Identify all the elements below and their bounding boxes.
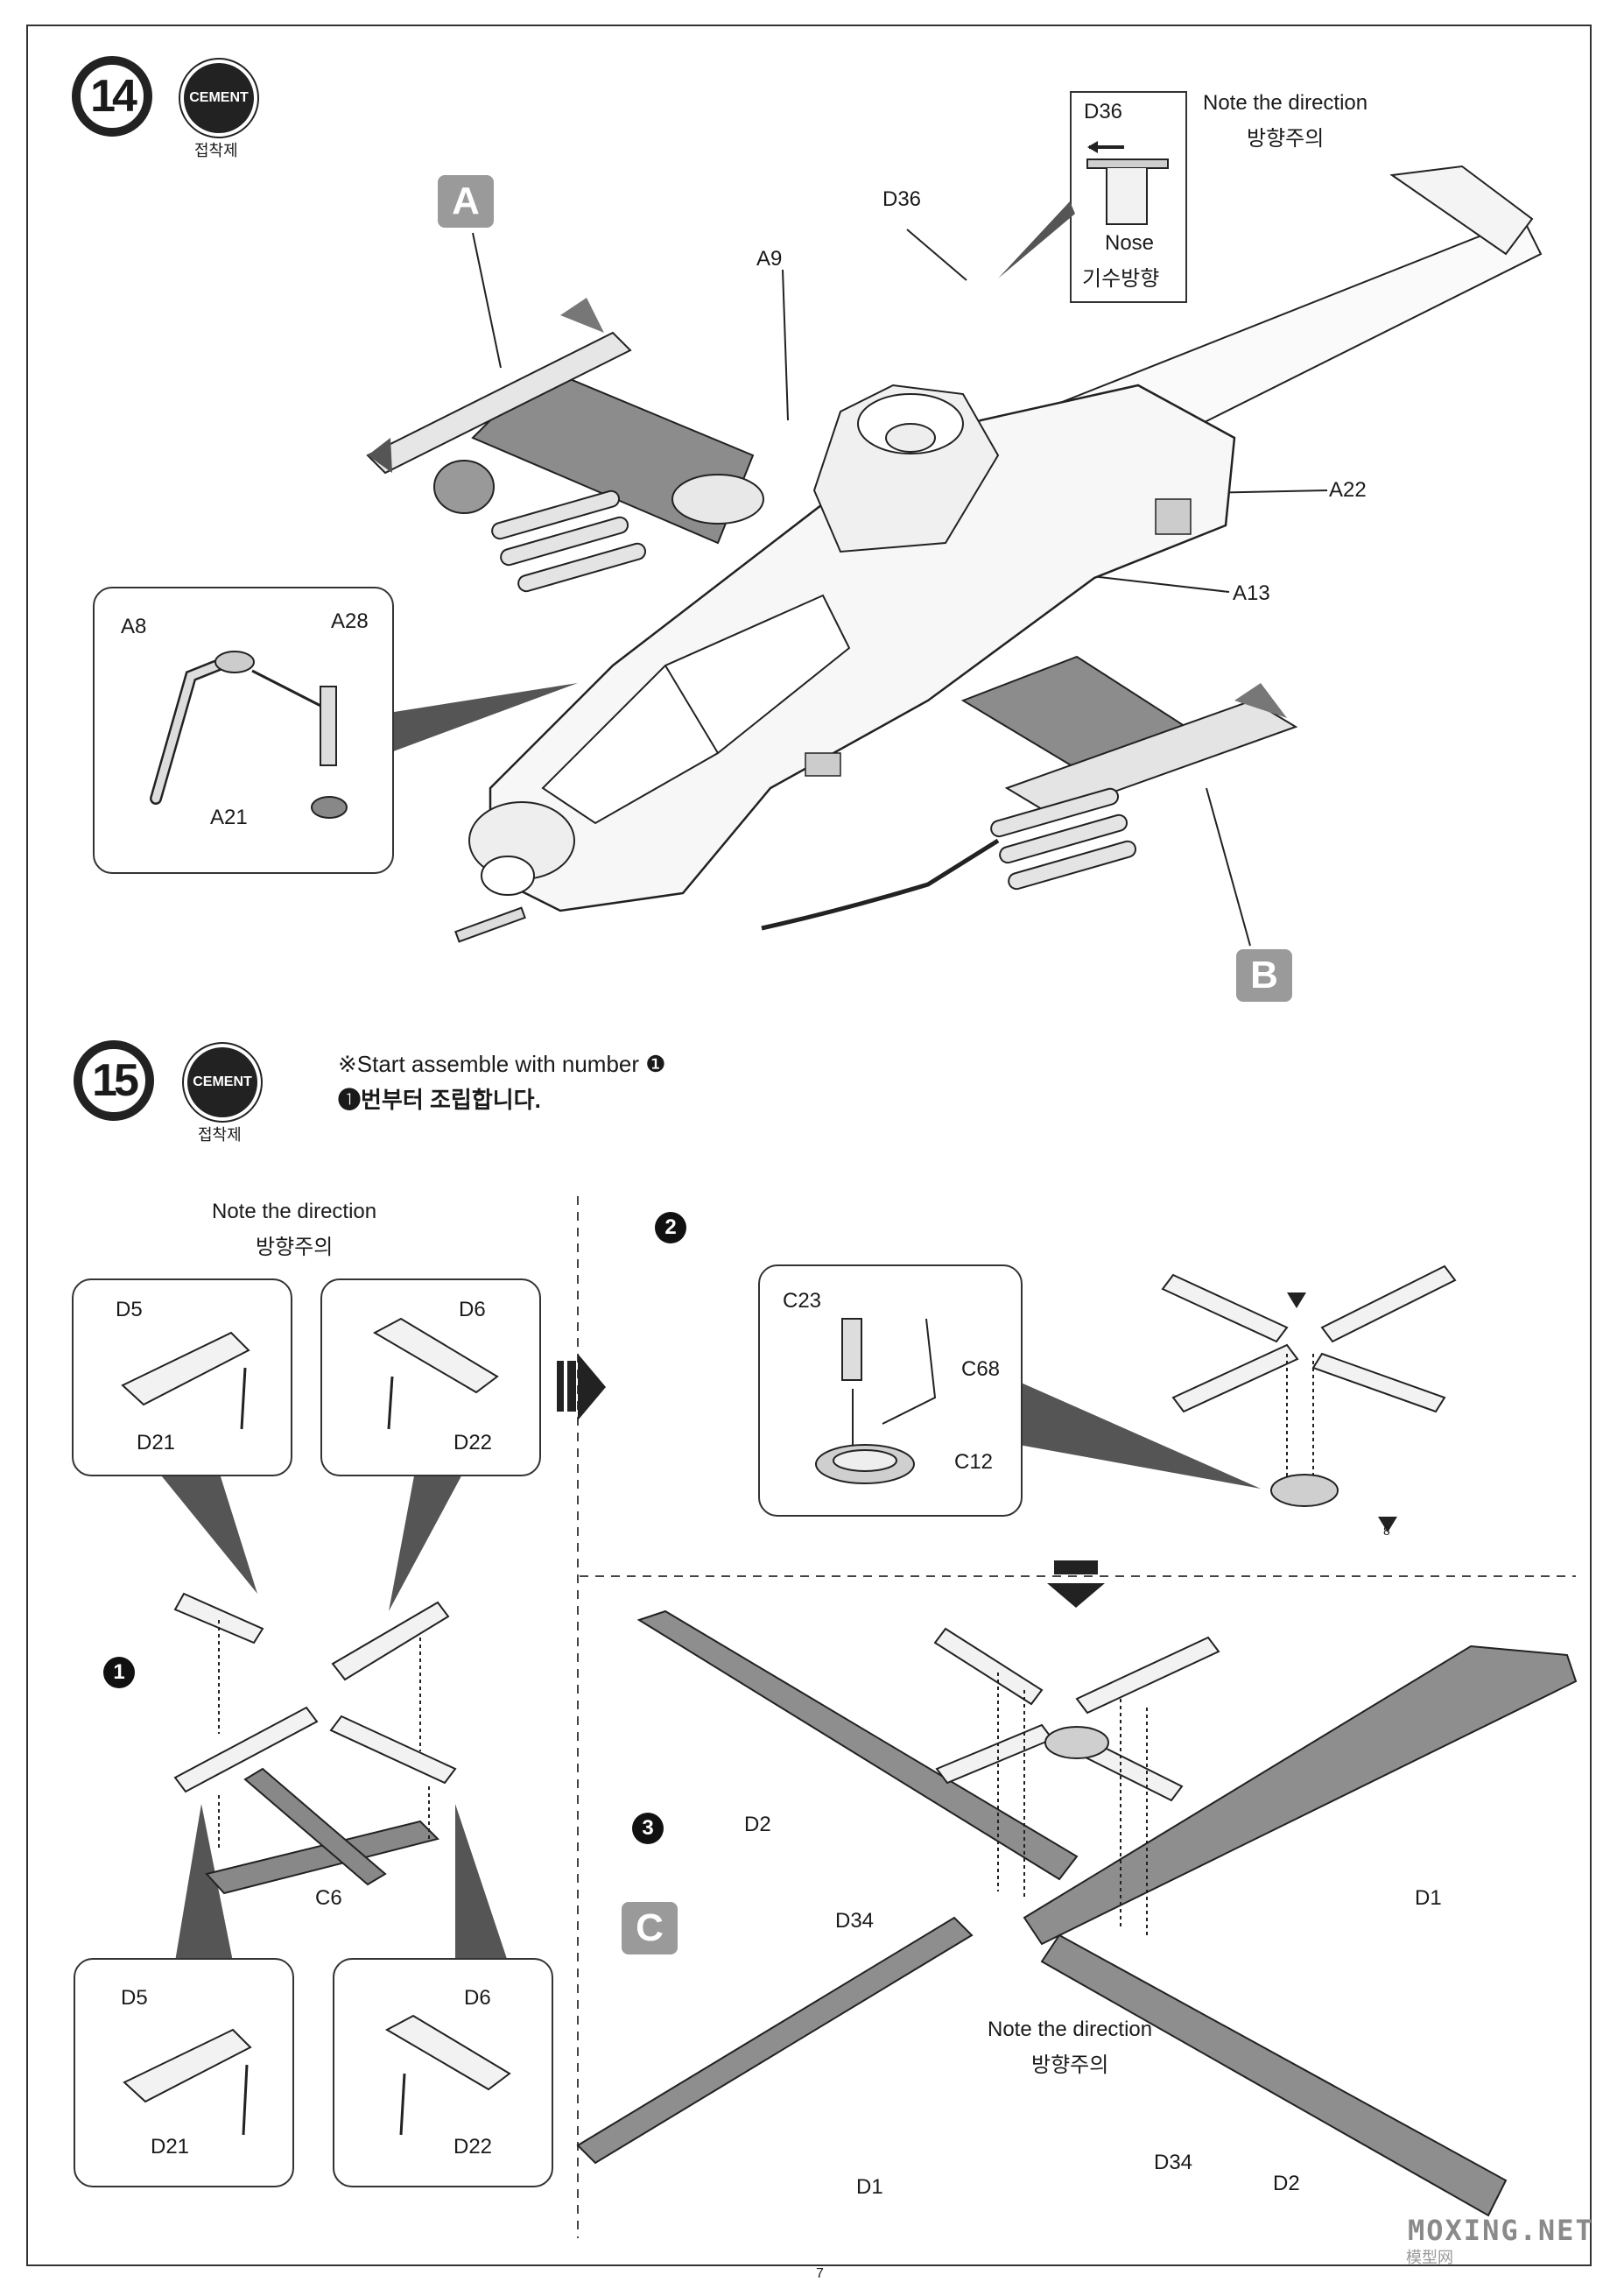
part-label-a8: A8 — [121, 615, 147, 638]
nose-label-en: Nose — [1105, 231, 1155, 255]
part-label-d22: D22 — [453, 1431, 493, 1454]
blade-grip-drawing — [123, 2028, 252, 2136]
part-label-d6: D6 — [459, 1298, 486, 1321]
part-label-d1: D1 — [1415, 1886, 1442, 1910]
part-label-d21: D21 — [137, 1431, 176, 1454]
blade-grip-drawing — [372, 1317, 499, 1430]
marker-c: C — [622, 1902, 678, 1954]
direction-note-en: Note the direction — [1203, 91, 1368, 115]
part-label-d1: D1 — [856, 2175, 883, 2199]
d5-d21-detail-top: D5 D21 — [72, 1278, 292, 1476]
mark-8-top: 8 — [1291, 1229, 1297, 1242]
cement-label-ko: 접착제 — [194, 142, 238, 159]
part-label-a9: A9 — [756, 247, 783, 271]
cement-icon: CEMENT — [184, 63, 254, 133]
step-15-badge: 15 — [74, 1040, 154, 1121]
sub-step-3-number: 3 — [632, 1813, 664, 1844]
d5-d21-detail-bottom: D5 D21 — [74, 1958, 294, 2187]
part-label-a21: A21 — [210, 806, 248, 829]
watermark-sub: 模型网 — [1406, 2249, 1453, 2266]
swashplate-drawing — [815, 1318, 937, 1484]
sub-step-2-number: 2 — [655, 1212, 686, 1243]
c12-detail-inset: C23 C68 C12 — [758, 1264, 1023, 1517]
rotor-hub-c6-drawing — [173, 1592, 457, 1895]
blade-grip-drawing — [121, 1331, 250, 1430]
d6-d22-detail-top: D6 D22 — [320, 1278, 541, 1476]
cement-icon: CEMENT — [187, 1047, 257, 1117]
nose-label-ko: 기수방향 — [1082, 267, 1160, 291]
start-note-ko: ❶번부터 조립합니다. — [338, 1087, 541, 1113]
part-label-d34: D34 — [1154, 2151, 1193, 2174]
part-label-c23: C23 — [783, 1289, 822, 1313]
instruction-page — [26, 25, 1592, 2266]
a8-detail-inset: A8 A28 A21 — [93, 587, 394, 874]
part-label-c68: C68 — [961, 1357, 1001, 1381]
d6-d22-detail-bottom: D6 D22 — [333, 1958, 553, 2187]
part-label-c6: C6 — [315, 1886, 342, 1910]
direction-note-en: Note the direction — [988, 2018, 1153, 2041]
part-label-c12: C12 — [954, 1450, 994, 1474]
marker-a: A — [438, 175, 494, 228]
sub-step-1-number: 1 — [103, 1657, 135, 1688]
cement-label-ko: 접착제 — [198, 1126, 242, 1144]
start-note-en: ※Start assemble with number ❶ — [338, 1051, 666, 1077]
main-rotor-blades-drawing — [576, 1609, 1578, 2217]
part-label-d22: D22 — [453, 2135, 493, 2159]
part-label-d5: D5 — [116, 1298, 143, 1321]
part-label-d36: D36 — [882, 187, 922, 211]
part-label-d5: D5 — [121, 1986, 148, 2010]
watermark: MOXING.NET — [1408, 2214, 1594, 2247]
part-label-d2: D2 — [744, 1813, 771, 1836]
part-label-a13: A13 — [1233, 581, 1270, 605]
mark-8-bottom: 8 — [1383, 1524, 1390, 1538]
part-label-d2: D2 — [1273, 2172, 1300, 2195]
a8-periscope-drawing — [150, 651, 348, 819]
marker-b: B — [1236, 949, 1292, 1002]
page-number: 7 — [816, 2266, 824, 2281]
inset-part-label: D36 — [1084, 100, 1123, 123]
rotor-head-sub2-drawing — [1161, 1264, 1457, 1532]
part-label-a22: A22 — [1329, 478, 1367, 502]
direction-note-ko: 방향주의 — [256, 1236, 334, 1259]
direction-note-en: Note the direction — [212, 1200, 377, 1223]
part-label-a28: A28 — [331, 609, 369, 633]
part-label-d6: D6 — [464, 1986, 491, 2010]
direction-note-ko: 방향주의 — [1031, 2053, 1109, 2077]
d36-direction-inset: D36 Nose 기수방향 — [1070, 91, 1187, 303]
d36-part-drawing — [1086, 141, 1169, 225]
part-label-d21: D21 — [151, 2135, 190, 2159]
direction-note-ko: 방향주의 — [1247, 127, 1325, 151]
blade-grip-drawing — [384, 2014, 511, 2136]
part-label-d34: D34 — [835, 1909, 875, 1933]
helicopter-assembly-drawing — [366, 165, 1543, 947]
step-14-badge: 14 — [72, 56, 152, 137]
